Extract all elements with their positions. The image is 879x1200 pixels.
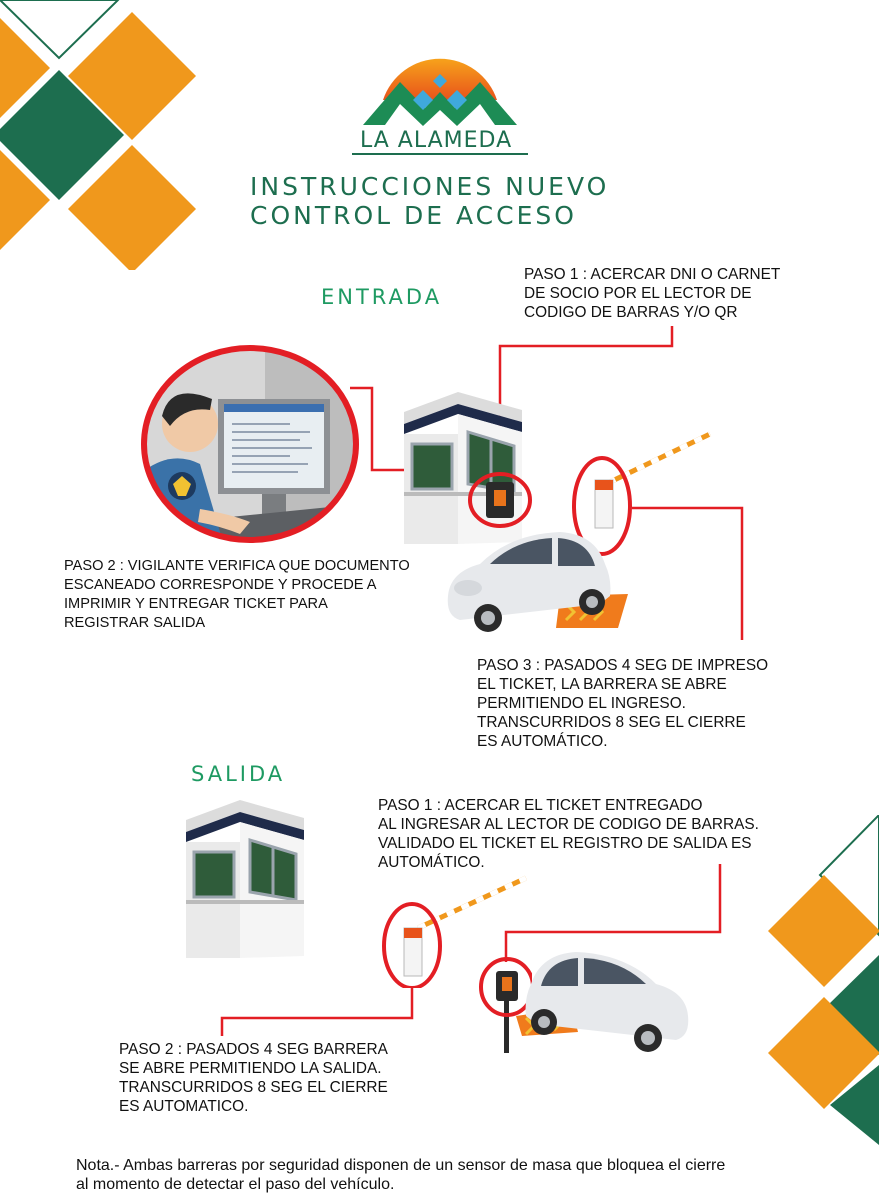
entrada-car-illustration	[447, 532, 628, 632]
page-title-line-1: INSTRUCCIONES NUEVO	[250, 172, 610, 201]
brand-name: LA ALAMEDA	[360, 128, 513, 153]
guard-computer-illustration	[141, 345, 359, 543]
salida-scanner-illustration	[479, 957, 532, 1053]
page-title: INSTRUCCIONES NUEVO CONTROL DE ACCESO	[250, 172, 609, 230]
salida-car-illustration	[516, 952, 689, 1052]
corner-decoration-bottom-right	[768, 815, 879, 1145]
page-title-line-2: CONTROL DE ACCESO	[250, 201, 577, 230]
brand-logo	[363, 58, 517, 126]
entrada-step-1: PASO 1 : ACERCAR DNI O CARNET DE SOCIO P…	[524, 266, 781, 321]
salida-booth-illustration	[186, 800, 304, 958]
entrada-barrier-illustration	[572, 431, 712, 556]
entrada-step-2: PASO 2 : VIGILANTE VERIFICA QUE DOCUMENT…	[64, 558, 410, 631]
entrada-scanner-illustration	[468, 472, 532, 528]
salida-step-2: PASO 2 : PASADOS 4 SEG BARRERA SE ABRE P…	[119, 1041, 388, 1115]
entrada-heading: ENTRADA	[321, 285, 443, 309]
salida-step-1: PASO 1 : ACERCAR EL TICKET ENTREGADO AL …	[378, 797, 759, 871]
footer-note: Nota.- Ambas barreras por seguridad disp…	[76, 1157, 726, 1193]
entrada-step-3: PASO 3 : PASADOS 4 SEG DE IMPRESO EL TIC…	[477, 657, 769, 750]
brand-underline	[352, 153, 528, 155]
salida-barrier-illustration	[382, 875, 528, 988]
salida-heading: SALIDA	[191, 762, 286, 786]
corner-decoration-top-left	[0, 0, 196, 270]
